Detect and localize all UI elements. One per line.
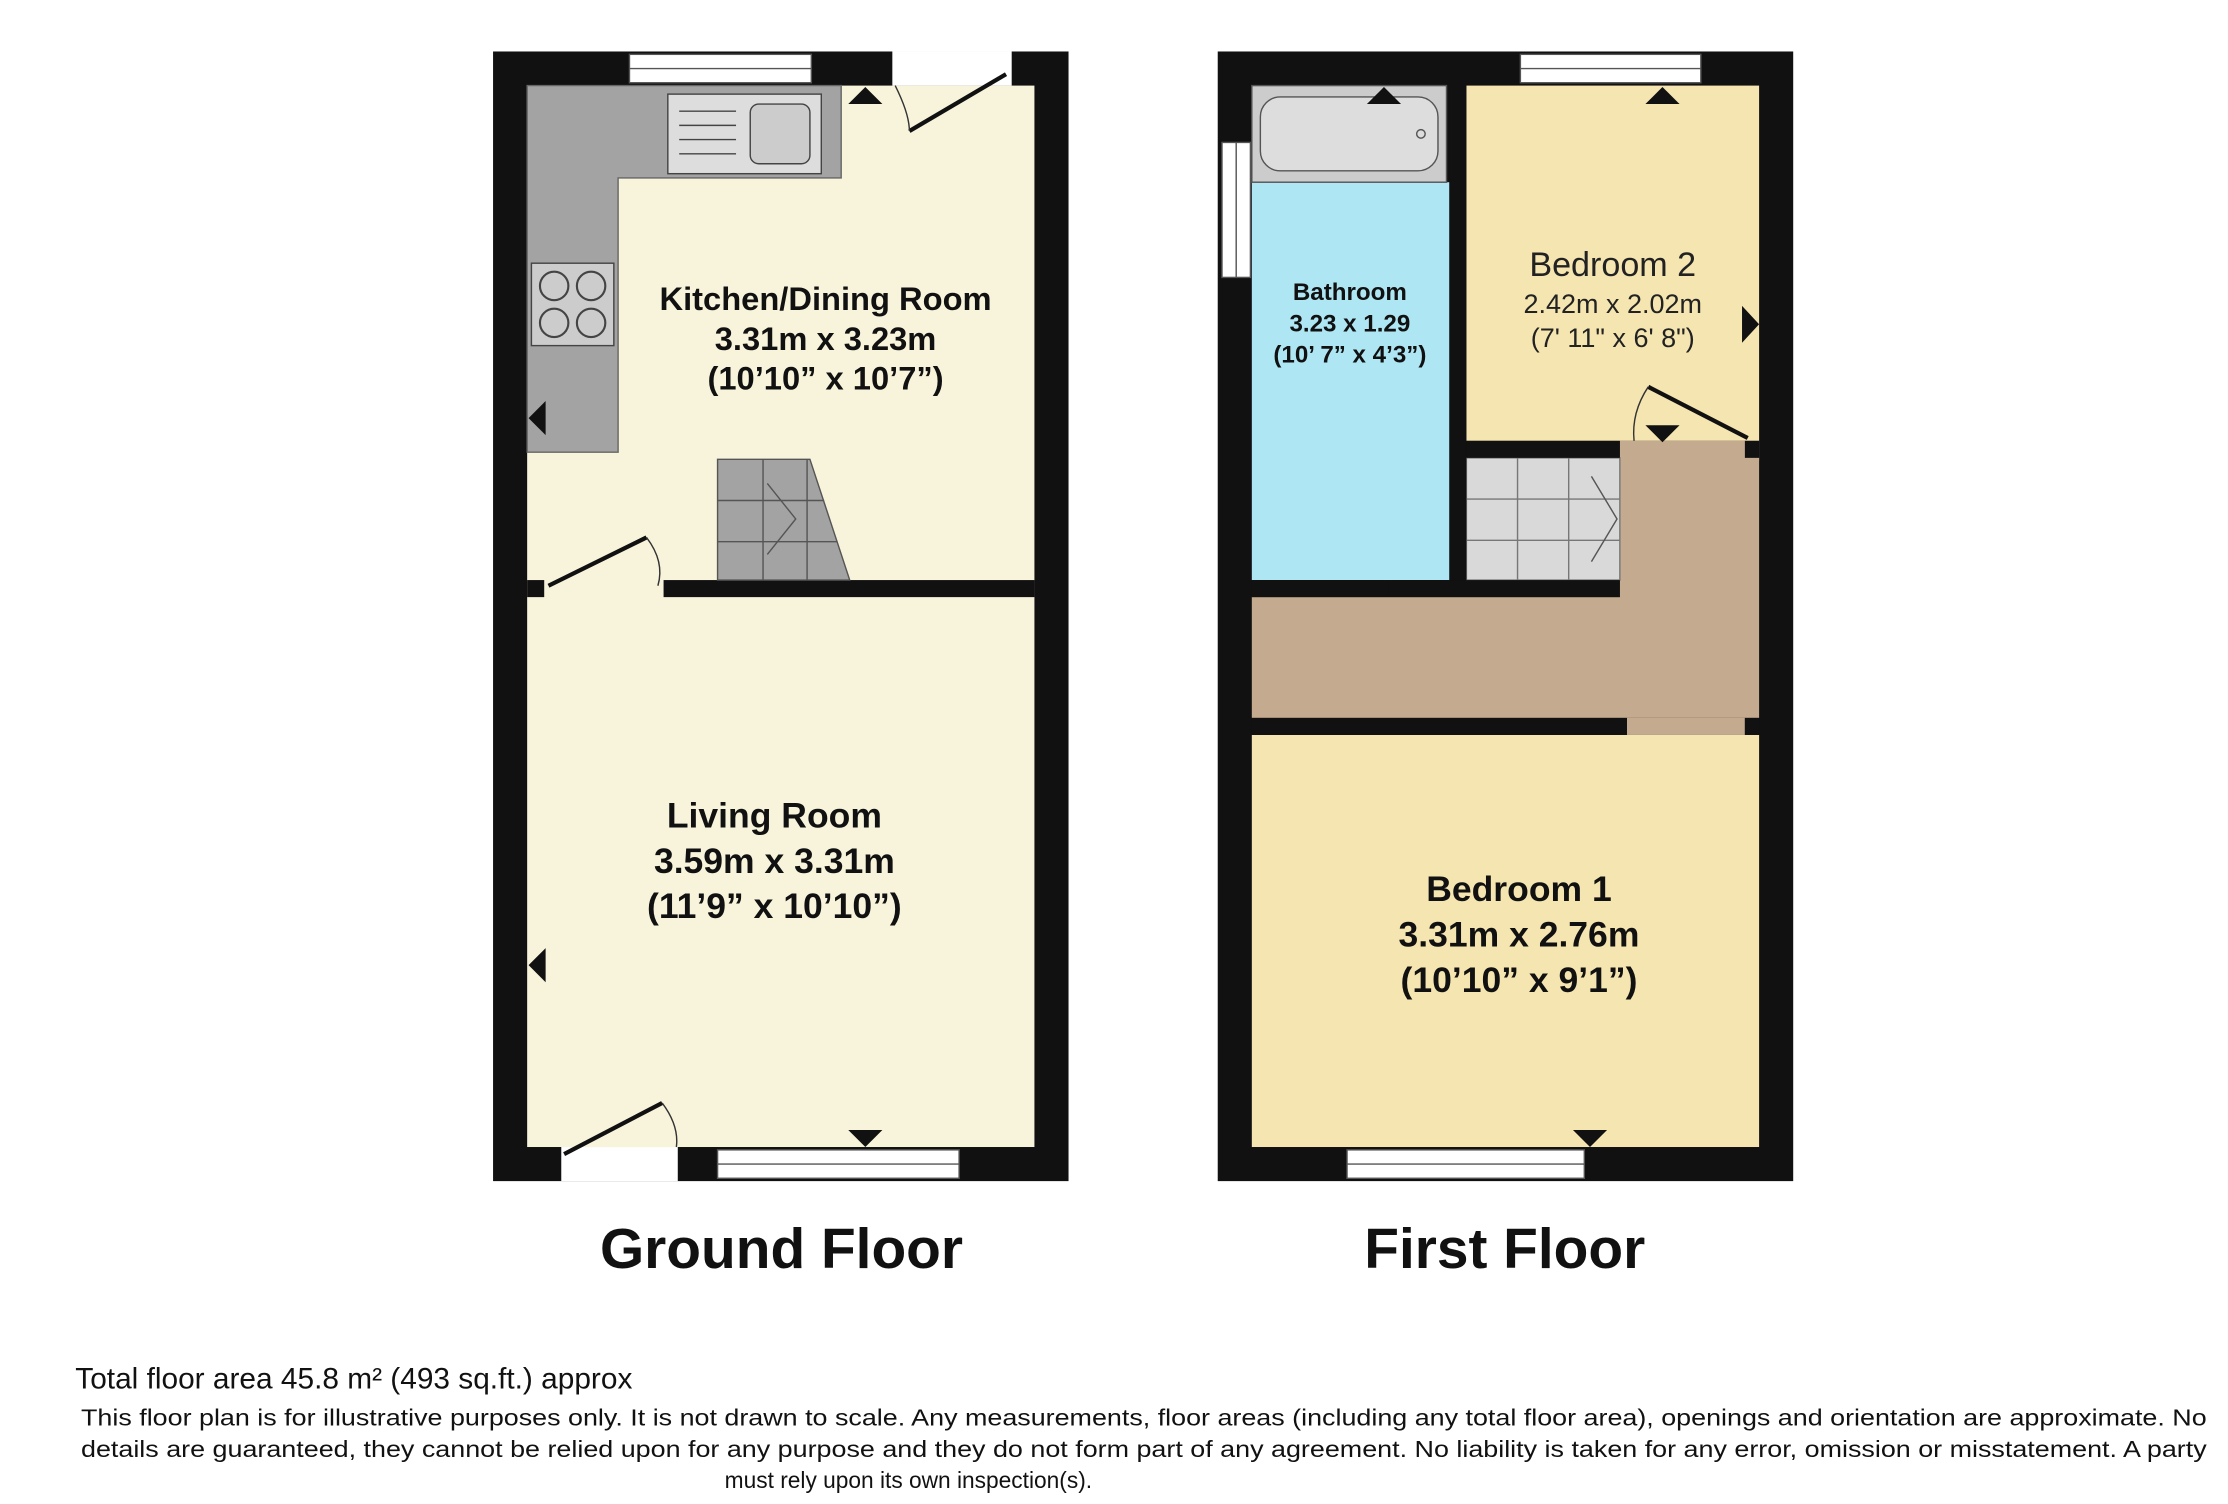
- ground-floor-title: Ground Floor: [600, 1218, 963, 1281]
- landing-area: [1251, 457, 1760, 718]
- door-icon: [561, 1101, 678, 1182]
- ground-floor-plan: Kitchen/Dining Room 3.31m x 3.23m (10’10…: [493, 51, 1069, 1281]
- room-imperial: (10’10” x 10’7”): [707, 360, 943, 397]
- room-metric: 3.31m x 2.76m: [1399, 915, 1640, 955]
- arrow-icon: [1645, 87, 1680, 105]
- room-name: Bedroom 2: [1529, 246, 1696, 284]
- window-icon: [1346, 1149, 1586, 1179]
- kitchen-counter: [526, 84, 842, 453]
- sink-icon: [667, 93, 823, 175]
- bathroom-area: [1251, 182, 1450, 581]
- internal-wall: [1251, 580, 1389, 598]
- internal-wall: [1466, 440, 1620, 458]
- room-metric: 2.42m x 2.02m: [1524, 289, 1702, 319]
- arrow-icon: [1366, 87, 1402, 105]
- first-floor-plan: Bathroom 3.23 x 1.29 (10’ 7” x 4’3”) Bed…: [1217, 51, 1794, 1281]
- internal-wall: [1449, 85, 1467, 581]
- first-floor-title: First Floor: [1364, 1218, 1645, 1281]
- room-name: Bedroom 1: [1426, 869, 1612, 909]
- window-icon: [1519, 53, 1702, 84]
- arrow-icon: [1742, 305, 1760, 343]
- landing-area: [1619, 440, 1760, 461]
- door-icon: [547, 535, 661, 588]
- internal-wall: [1744, 717, 1760, 735]
- bath-icon: [1251, 84, 1448, 183]
- stairs-icon: [716, 458, 851, 581]
- total-floor-area: Total floor area 45.8 m² (493 sq.ft.) ap…: [75, 1363, 632, 1396]
- internal-wall: [1744, 440, 1760, 458]
- arrow-icon: [1572, 1129, 1608, 1148]
- landing-opening: [1626, 717, 1745, 735]
- room-imperial: (11’9” x 10’10”): [647, 886, 902, 926]
- door-icon: [1632, 384, 1749, 441]
- internal-wall: [1251, 717, 1627, 735]
- room-imperial: (10’10” x 9’1”): [1401, 960, 1638, 1000]
- disclaimer-line: must rely upon its own inspection(s).: [725, 1467, 1092, 1493]
- room-name: Bathroom: [1293, 279, 1407, 306]
- internal-wall: [1388, 580, 1620, 598]
- room-imperial: (7' 11" x 6' 8"): [1531, 323, 1695, 353]
- room-metric: 3.59m x 3.31m: [654, 841, 895, 881]
- door-icon: [892, 51, 1012, 133]
- bedroom-1-area: [1251, 734, 1760, 1148]
- disclaimer-line: This floor plan is for illustrative purp…: [81, 1405, 2207, 1431]
- window-icon: [1221, 141, 1252, 279]
- arrow-icon: [848, 87, 883, 105]
- stairs-icon: [1465, 457, 1621, 581]
- window-icon: [628, 53, 813, 84]
- bedroom-2-area: [1466, 85, 1760, 441]
- window-icon: [716, 1149, 960, 1179]
- room-name: Living Room: [667, 795, 882, 835]
- room-name: Kitchen/Dining Room: [659, 280, 991, 317]
- wall-stub: [527, 580, 545, 598]
- disclaimer-line: details are guaranteed, they cannot be r…: [81, 1436, 2207, 1462]
- hob-icon: [530, 262, 615, 347]
- arrow-icon: [528, 948, 546, 983]
- arrow-icon: [528, 401, 546, 436]
- room-metric: 3.31m x 3.23m: [715, 320, 937, 357]
- room-imperial: (10’ 7” x 4’3”): [1273, 342, 1426, 369]
- arrow-icon: [848, 1129, 883, 1148]
- ground-internal-wall: [663, 580, 1035, 598]
- room-metric: 3.23 x 1.29: [1289, 310, 1410, 337]
- arrow-icon: [1645, 425, 1680, 443]
